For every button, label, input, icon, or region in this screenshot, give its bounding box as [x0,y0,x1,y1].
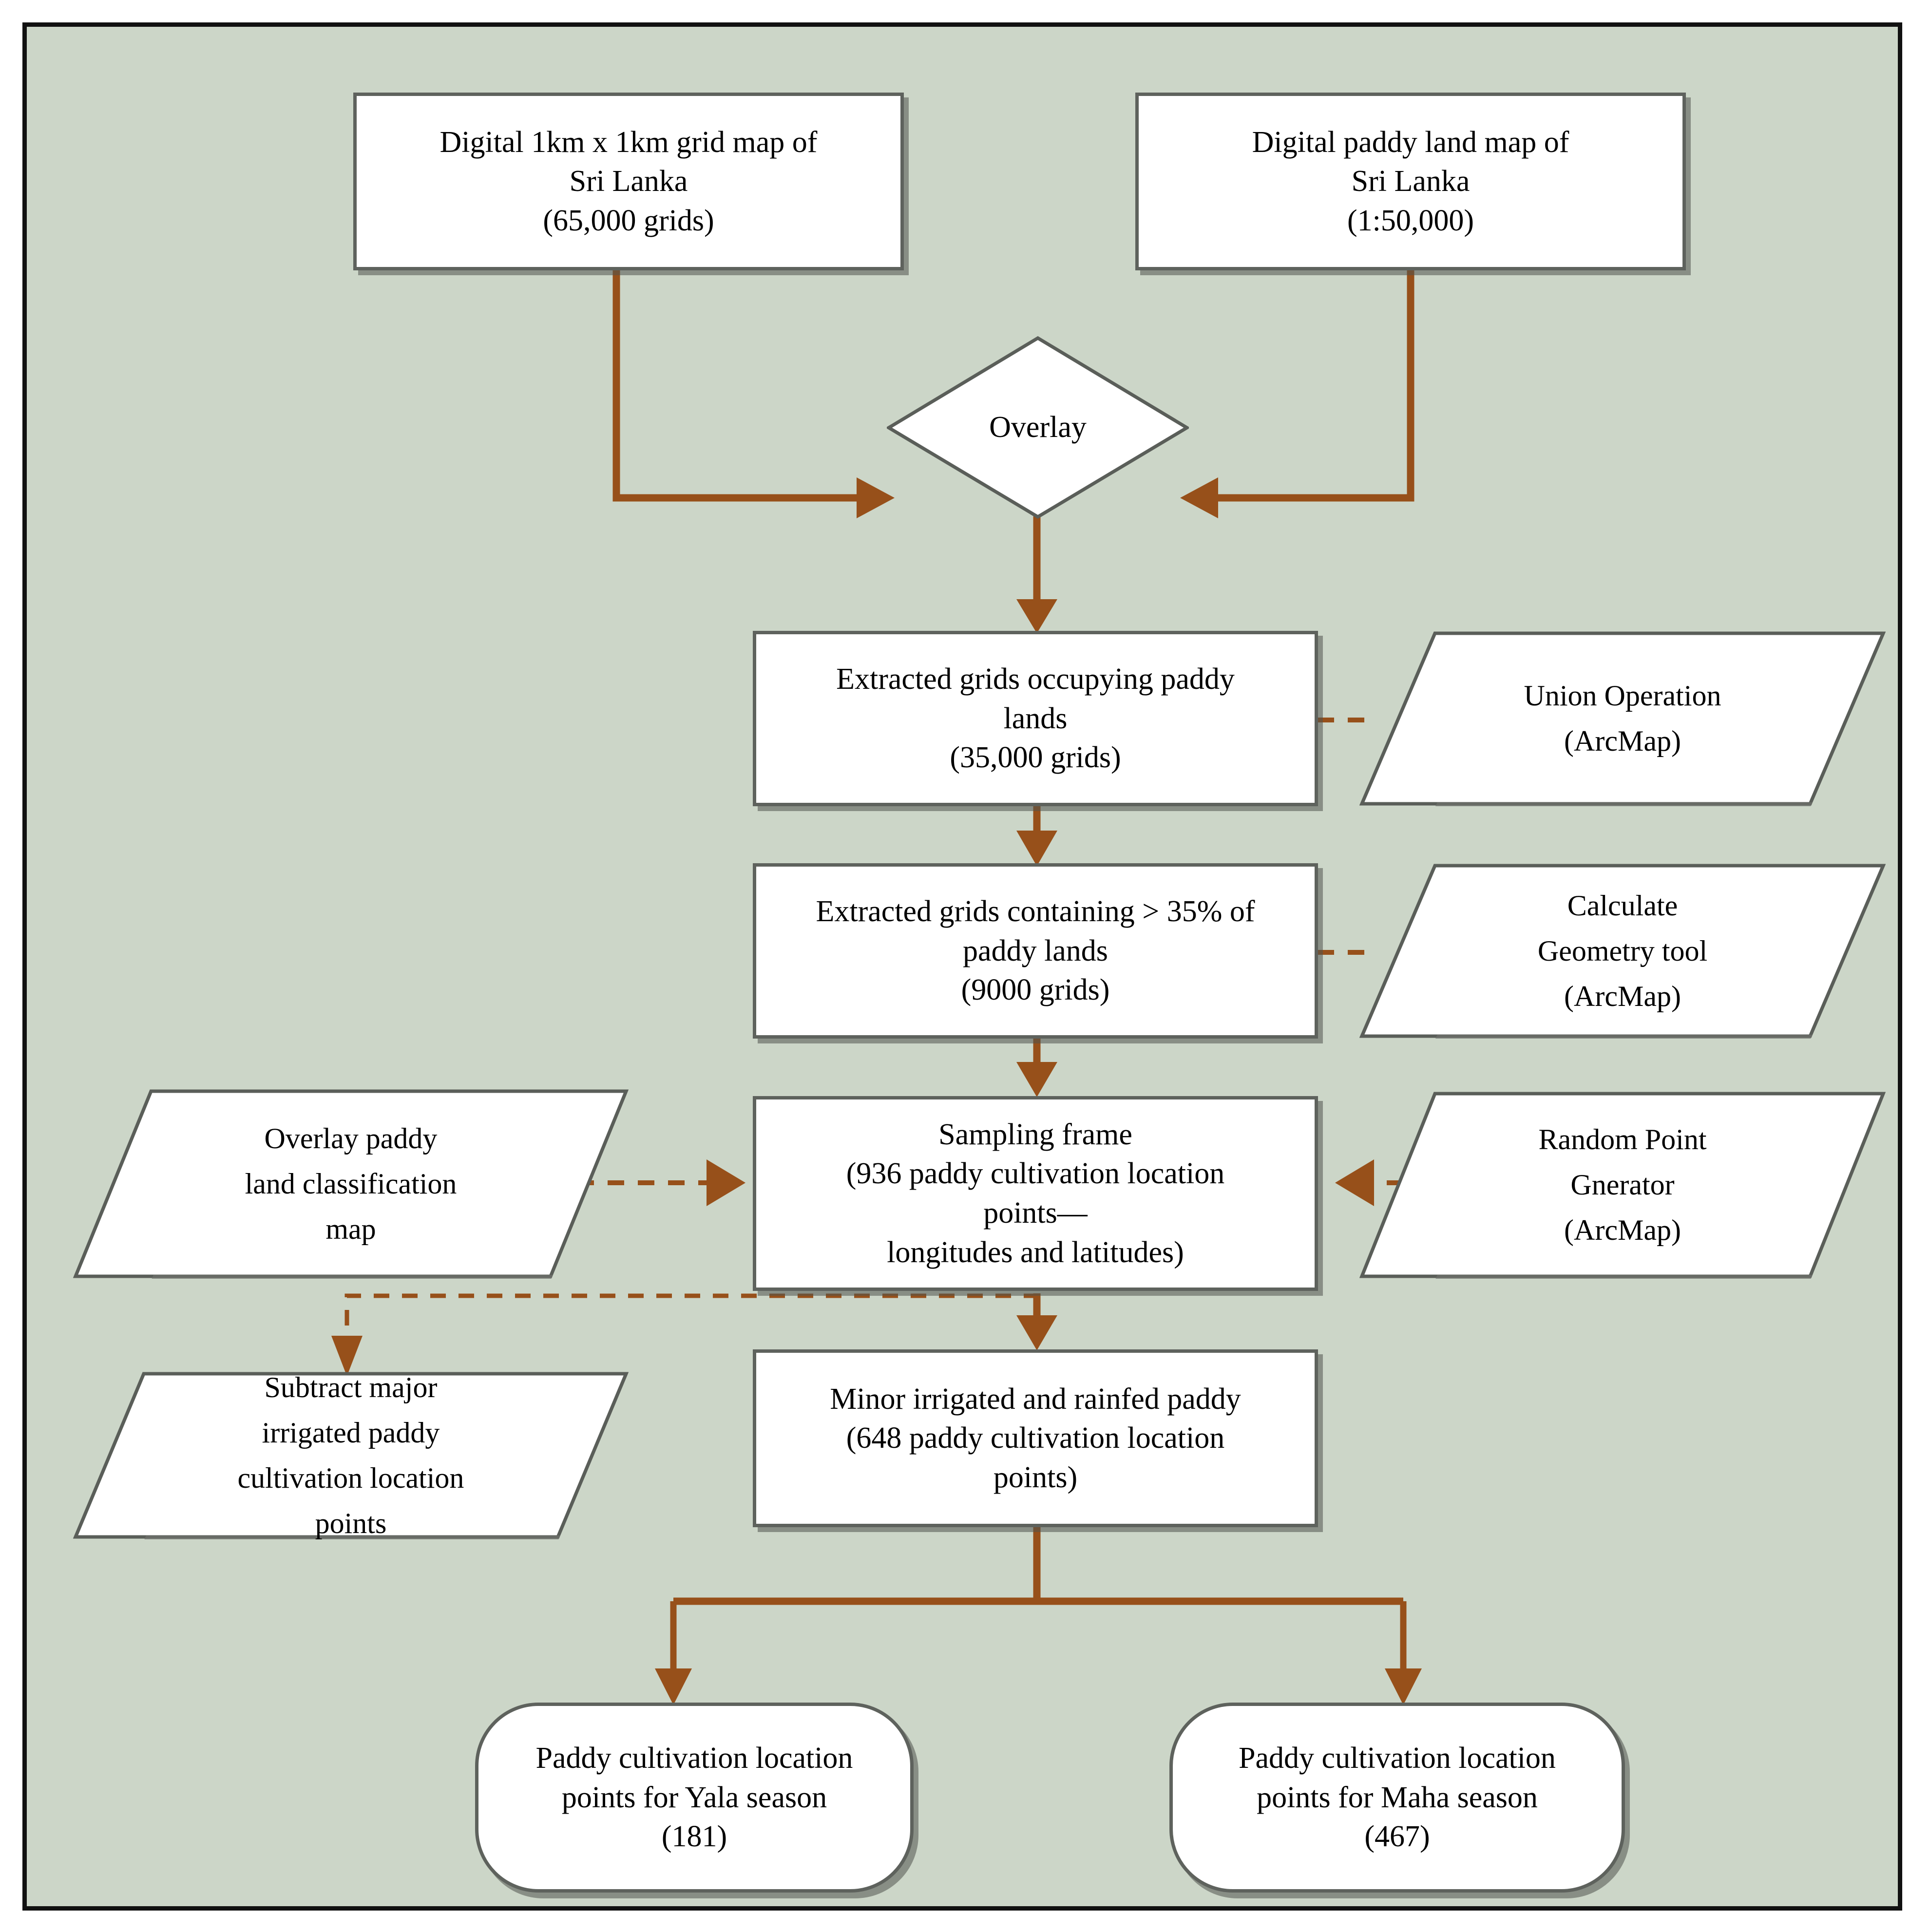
node-union-operation-label-wrap: Union Operation (ArcMap) [1359,631,1886,806]
node-extracted-grids-label: Extracted grids occupying paddy lands (3… [836,663,1235,775]
node-minor-rainfed[interactable]: Minor irrigated and rainfed paddy (648 p… [753,1349,1318,1527]
node-subtract-major-label-wrap: Subtract major irrigated paddy cultivati… [73,1371,629,1539]
parallelogram-shape [73,1089,629,1279]
node-random-point-generator-label-wrap: Random Point Gnerator (ArcMap) [1359,1091,1886,1279]
node-union-operation-label: Union Operation (ArcMap) [1524,680,1721,757]
node-calculate-geometry-label: Calculate Geometry tool (ArcMap) [1537,889,1708,1012]
node-overlay-classification-label-wrap: Overlay paddy land classification map [73,1089,629,1279]
node-subtract-major-label: Subtract major irrigated paddy cultivati… [237,1371,464,1539]
node-overlay-classification[interactable]: Overlay paddy land classification map [73,1089,629,1279]
node-subtract-major[interactable]: Subtract major irrigated paddy cultivati… [73,1371,629,1539]
node-random-point-generator-label: Random Point Gnerator (ArcMap) [1538,1123,1707,1246]
node-yala-season[interactable]: Paddy cultivation location points for Ya… [475,1703,914,1893]
node-calculate-geometry[interactable]: Calculate Geometry tool (ArcMap) [1359,863,1886,1039]
node-overlay-label: Overlay [989,411,1087,444]
parallelogram-shape [73,1372,629,1539]
node-overlay-label-wrap: Overlay [887,336,1189,519]
node-union-operation[interactable]: Union Operation (ArcMap) [1359,631,1886,806]
node-overlay[interactable]: Overlay [887,336,1189,519]
parallelogram-shape [1359,864,1886,1039]
node-extracted-35pct[interactable]: Extracted grids containing > 35% of padd… [753,863,1318,1039]
node-calculate-geometry-label-wrap: Calculate Geometry tool (ArcMap) [1359,863,1886,1039]
node-minor-rainfed-label: Minor irrigated and rainfed paddy (648 p… [830,1382,1241,1494]
node-grid-map-label: Digital 1km x 1km grid map of Sri Lanka … [440,125,818,237]
node-maha-season-label: Paddy cultivation location points for Ma… [1239,1742,1556,1854]
node-maha-season[interactable]: Paddy cultivation location points for Ma… [1169,1703,1625,1893]
node-sampling-frame[interactable]: Sampling frame (936 paddy cultivation lo… [753,1096,1318,1291]
node-random-point-generator[interactable]: Random Point Gnerator (ArcMap) [1359,1091,1886,1279]
node-paddy-map-label: Digital paddy land map of Sri Lanka (1:5… [1252,125,1569,237]
node-paddy-map[interactable]: Digital paddy land map of Sri Lanka (1:5… [1135,93,1686,270]
node-sampling-frame-label: Sampling frame (936 paddy cultivation lo… [846,1118,1225,1269]
diamond-shape [887,336,1189,519]
node-yala-season-label: Paddy cultivation location points for Ya… [535,1742,853,1854]
node-extracted-35pct-label: Extracted grids containing > 35% of padd… [816,895,1255,1007]
parallelogram-shape [1359,631,1886,806]
node-extracted-grids[interactable]: Extracted grids occupying paddy lands (3… [753,631,1318,806]
node-overlay-classification-label: Overlay paddy land classification map [245,1122,457,1245]
node-grid-map[interactable]: Digital 1km x 1km grid map of Sri Lanka … [353,93,904,270]
parallelogram-shape [1359,1092,1886,1279]
